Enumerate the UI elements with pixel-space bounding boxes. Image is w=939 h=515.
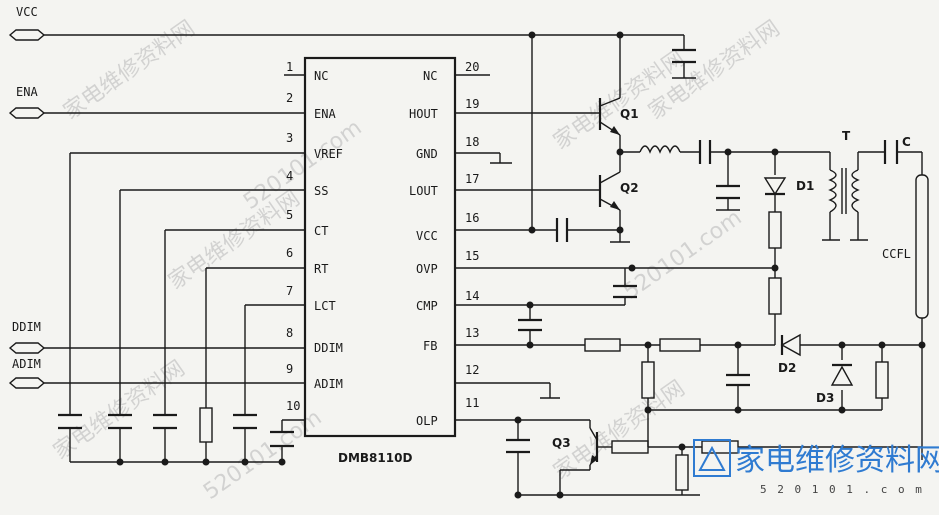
transistor-q1: Q1 (598, 97, 639, 136)
inductor (639, 145, 681, 154)
svg-text:OVP: OVP (416, 262, 438, 276)
svg-text:NC: NC (423, 69, 437, 83)
svg-text:20: 20 (465, 60, 479, 74)
svg-text:DDIM: DDIM (12, 320, 41, 334)
svg-text:5: 5 (286, 208, 293, 222)
input-adim: ADIM (8, 357, 46, 389)
svg-text:520101.com: 520101.com (199, 405, 326, 505)
svg-text:家电维修资料网: 家电维修资料网 (59, 16, 200, 125)
svg-text:15: 15 (465, 249, 479, 263)
svg-text:3: 3 (286, 131, 293, 145)
svg-text:ENA: ENA (314, 107, 336, 121)
svg-text:OLP: OLP (416, 414, 438, 428)
svg-text:1: 1 (286, 60, 293, 74)
transistor-q2: Q2 (598, 171, 639, 211)
wires (44, 34, 923, 496)
left-capacitors (58, 407, 294, 448)
junction-dots (116, 31, 926, 499)
ccfl-label: CCFL (882, 247, 911, 261)
resistors (584, 211, 889, 491)
transistor-q3: Q3 (552, 427, 599, 466)
svg-text:8: 8 (286, 326, 293, 340)
svg-text:17: 17 (465, 172, 479, 186)
transformer-label: T (842, 129, 851, 143)
svg-text:7: 7 (286, 284, 293, 298)
svg-text:SS: SS (314, 184, 328, 198)
svg-text:D1: D1 (796, 179, 814, 193)
transformer: T (828, 129, 860, 214)
svg-text:D3: D3 (816, 391, 834, 405)
svg-text:RT: RT (314, 262, 328, 276)
input-ddim: DDIM (8, 320, 46, 354)
svg-text:LOUT: LOUT (409, 184, 438, 198)
input-vcc: VCC (8, 5, 46, 41)
svg-text:ADIM: ADIM (12, 357, 41, 371)
svg-text:6: 6 (286, 246, 293, 260)
svg-text:18: 18 (465, 135, 479, 149)
svg-text:VREF: VREF (314, 147, 343, 161)
diode-d1: D1 (763, 177, 814, 196)
svg-text:CMP: CMP (416, 299, 438, 313)
svg-text:ADIM: ADIM (314, 377, 343, 391)
svg-text:12: 12 (465, 363, 479, 377)
diode-d3: D3 (816, 363, 854, 405)
logo-text: 家电维修资料网 (735, 443, 939, 478)
ic-name: DMB8110D (338, 451, 412, 465)
svg-text:19: 19 (465, 97, 479, 111)
svg-text:FB: FB (423, 339, 437, 353)
svg-text:520101.com: 520101.com (619, 205, 746, 305)
svg-text:Q3: Q3 (552, 436, 571, 450)
input-ena: ENA (8, 85, 46, 119)
svg-text:13: 13 (465, 326, 479, 340)
svg-text:家电维修资料网: 家电维修资料网 (164, 186, 305, 295)
ic-right-pins: 20 NC 19 HOUT 18 GND 17 LOUT 16 VCC 15 O… (409, 60, 479, 428)
svg-text:16: 16 (465, 211, 479, 225)
svg-text:DDIM: DDIM (314, 341, 343, 355)
svg-text:2: 2 (286, 91, 293, 105)
watermark: 家电维修资料网 家电维修资料网 家电维修资料网 家电维修资料网 家电维修资料网 … (49, 16, 785, 505)
svg-text:LCT: LCT (314, 299, 336, 313)
svg-text:Q1: Q1 (620, 107, 639, 121)
svg-text:CT: CT (314, 224, 328, 238)
cap-c-label: C (902, 135, 911, 149)
svg-text:D2: D2 (778, 361, 796, 375)
ic-dmb8110d: DMB8110D 1 NC 2 ENA 3 VREF 4 SS 5 CT 6 R… (286, 56, 479, 465)
svg-text:Q2: Q2 (620, 181, 639, 195)
svg-text:520101.com: 520101.com (239, 115, 366, 215)
ccfl-lamp: CCFL (882, 174, 929, 319)
svg-text:ENA: ENA (16, 85, 38, 99)
svg-text:14: 14 (465, 289, 479, 303)
capacitors: C (506, 48, 911, 454)
diode-d2: D2 (778, 333, 801, 375)
svg-text:HOUT: HOUT (409, 107, 438, 121)
svg-text:NC: NC (314, 69, 328, 83)
svg-text:家电维修资料网: 家电维修资料网 (549, 376, 690, 485)
svg-text:VCC: VCC (416, 229, 438, 243)
ic-left-pins: 1 NC 2 ENA 3 VREF 4 SS 5 CT 6 RT 7 LCT 8… (286, 60, 343, 413)
logo-url: 5 2 0 1 0 1 . c o m (760, 483, 924, 496)
svg-text:10: 10 (286, 399, 300, 413)
svg-text:VCC: VCC (16, 5, 38, 19)
site-logo: 家电维修资料网 5 2 0 1 0 1 . c o m (693, 439, 939, 496)
svg-text:GND: GND (416, 147, 438, 161)
svg-text:11: 11 (465, 396, 479, 410)
svg-text:4: 4 (286, 169, 293, 183)
svg-text:9: 9 (286, 362, 293, 376)
